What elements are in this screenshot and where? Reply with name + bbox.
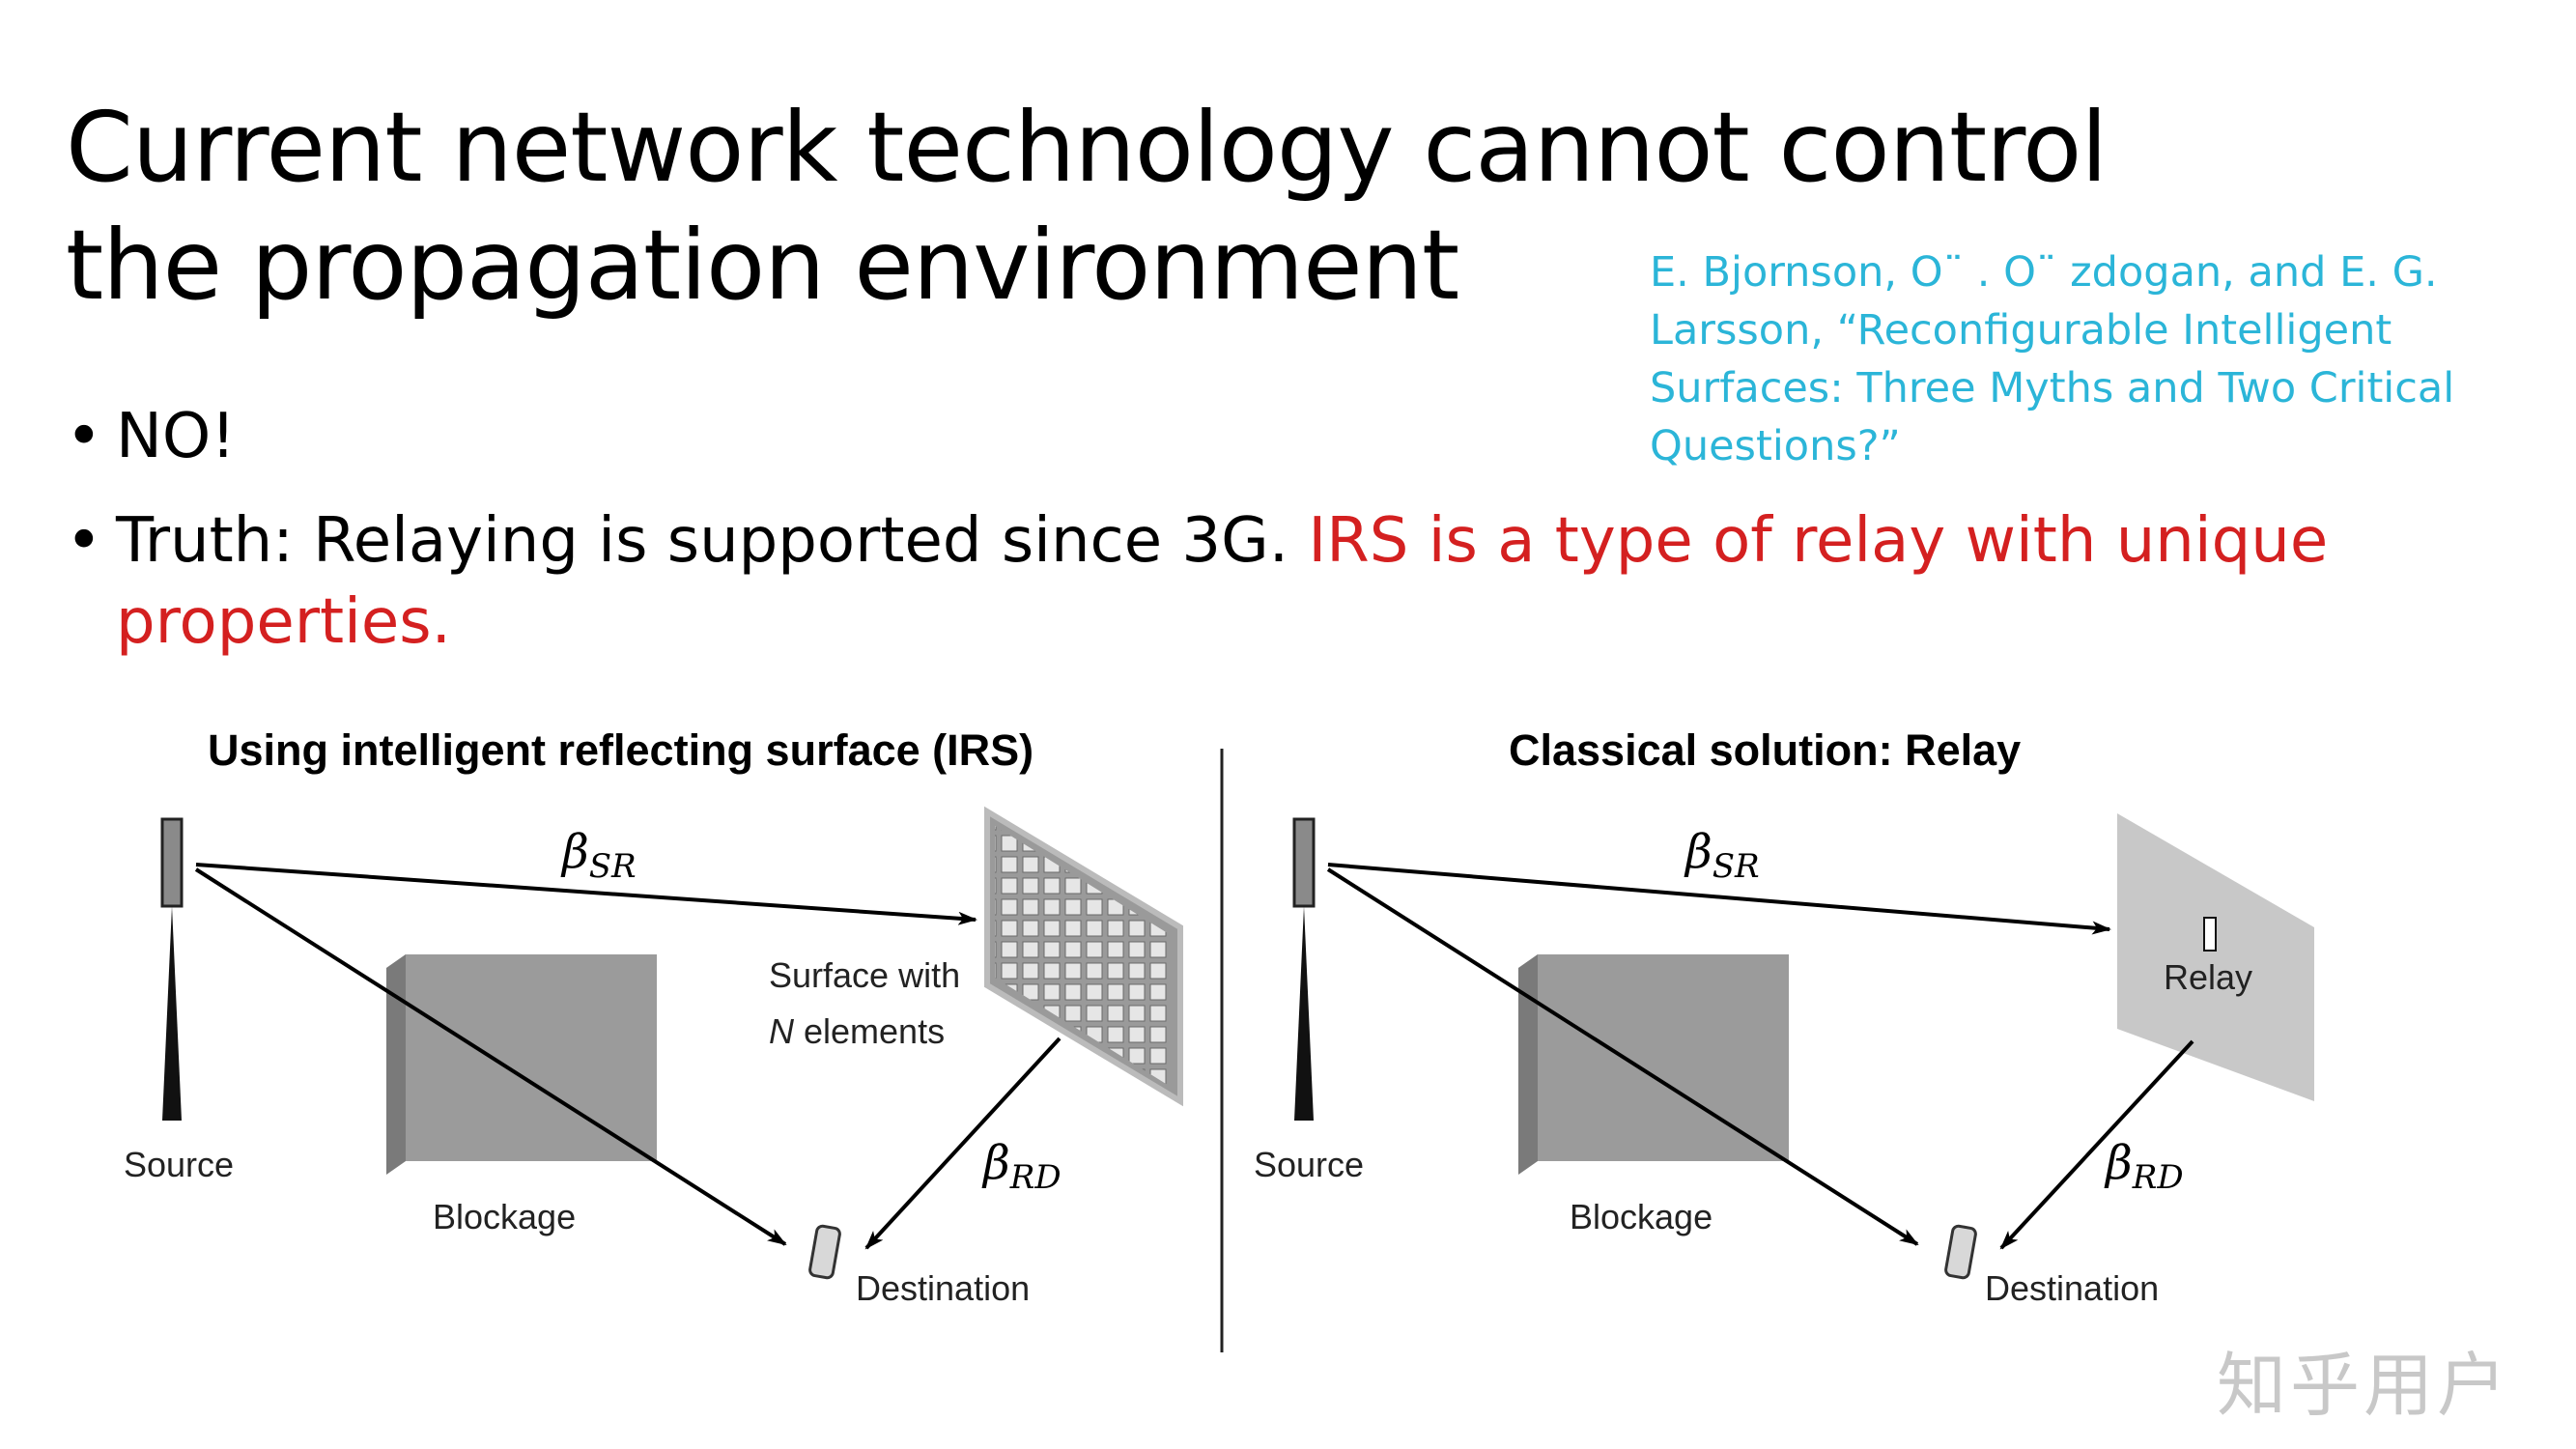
blockage-icon [386,954,657,1175]
destination-label: Destination [856,1268,1030,1308]
arrow-source-to-destination [194,867,787,1246]
bullet-list: • NO! • Truth: Relaying is supported sin… [66,396,2500,663]
slide-title: Current network technology cannot contro… [66,91,2108,322]
watermark: 知乎用户 [2217,1345,2511,1426]
system-diagram: Using intelligent reflecting surface (IR… [124,725,2314,1352]
bullet-item: • Truth: Relaying is supported since 3G.… [66,500,2500,663]
beta-rd-label: βRD [2104,1136,2184,1197]
source-label: Source [1254,1145,1364,1184]
destination-phone-icon [808,1224,841,1280]
irs-panel-title: Using intelligent reflecting surface (IR… [208,725,1033,775]
relay-icon [2117,813,2314,1101]
blockage-label: Blockage [433,1197,576,1236]
destination-label: Destination [1985,1268,2159,1308]
bullet-dot-icon: • [66,505,102,577]
surface-label: Surface with [769,955,960,995]
relay-panel: Classical solution: Relay Source Blockag… [1254,725,2314,1308]
bullet-text: NO! [116,401,236,472]
arrow-relay-to-destination [1999,1039,2194,1250]
source-antenna-icon [160,817,184,1121]
beta-sr-label: βSR [560,825,637,886]
blockage-label: Blockage [1570,1197,1713,1236]
surface-elements-label: N elements [769,1011,945,1051]
bullet-text: Truth: Relaying is supported since 3G. [116,505,1309,577]
n-symbol: N [769,1011,795,1051]
arrow-surface-to-destination [864,1037,1062,1250]
irs-surface-icon [984,806,1183,1107]
arrow-source-to-surface [195,863,977,925]
blockage-icon [1518,954,1789,1175]
destination-phone-icon [1944,1224,1977,1280]
bullet-dot-icon: • [66,401,102,472]
irs-panel: Using intelligent reflecting surface (IR… [124,725,1183,1308]
beta-sr-label: βSR [1684,825,1760,886]
arrow-source-to-destination [1326,867,1919,1246]
arrow-source-to-relay [1327,863,2111,935]
source-label: Source [124,1145,234,1184]
citation: E. Bjornson, O¨ . O¨ zdogan, and E. G. L… [1650,248,2455,470]
elements-text: elements [794,1011,945,1051]
bullet-highlight-text: IRS is a type of relay with unique prope… [116,505,2329,658]
beta-rd-label: βRD [981,1136,1062,1197]
bullet-item: • NO! [66,396,2500,477]
relay-label: Relay [2164,957,2252,997]
relay-panel-title: Classical solution: Relay [1509,725,2021,775]
source-antenna-icon [1292,817,1316,1121]
